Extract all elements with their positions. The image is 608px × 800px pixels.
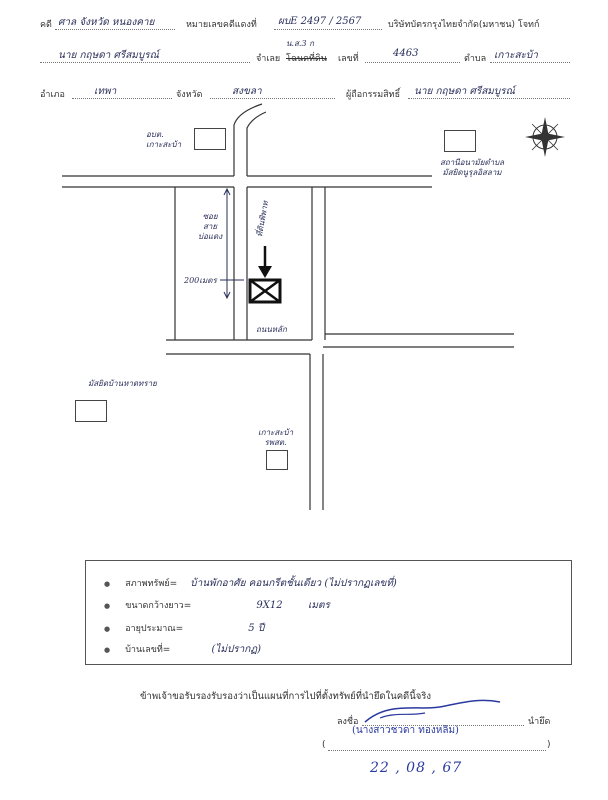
- landmark-mosque-box: [444, 130, 476, 152]
- district-label: อำเภอ: [40, 90, 65, 100]
- label-alley: ซอย สาย บ่อแดง: [198, 212, 223, 241]
- case-label: คดี: [40, 20, 52, 30]
- owner-dotline: [408, 98, 570, 99]
- black-case-value: ผบE 2497 / 2567: [278, 16, 362, 27]
- details-box: ● สภาพทรัพย์= บ้านพักอาศัย คอนกรีตชั้นเด…: [85, 560, 572, 665]
- plaintiff-text: บริษัทบัตรกรุงไทยจำกัด(มหาชน) โจทก์: [388, 20, 540, 30]
- district-value: เทพา: [94, 86, 117, 97]
- owner-value: นาย กฤษดา ศรีสมบูรณ์: [414, 86, 515, 97]
- label-mosque: สถานีอนามัยตำบล มัสยิดนูรุลอิสลาม: [440, 158, 505, 177]
- name-dotline: [328, 750, 546, 751]
- sign-dotline: [362, 725, 524, 726]
- case-dotline: [55, 29, 175, 30]
- deed-number-label: เลขที่: [338, 54, 359, 64]
- defendant-dotline: [40, 62, 250, 63]
- subdistrict-value: เกาะสะบ้า: [494, 50, 538, 61]
- distance-arrow-top: [223, 187, 231, 196]
- detail-row: ● สภาพทรัพย์= บ้านพักอาศัย คอนกรีตชั้นเด…: [104, 578, 397, 589]
- road-north-left: [233, 103, 263, 176]
- deed-number-dotline: [365, 62, 460, 63]
- label-temple: มัสยิดบ้านหาดทราย: [88, 379, 157, 388]
- detail-label: ขนาดกว้างยาว=: [125, 601, 192, 611]
- signature-date: 22 , 08 , 67: [370, 760, 463, 776]
- defendant-value: นาย กฤษดา ศรีสมบูรณ์: [58, 50, 159, 61]
- landmark-school-box: [194, 128, 226, 150]
- subdistrict-label: ตำบล: [464, 54, 487, 64]
- defendant-label: จำเลย: [256, 54, 281, 64]
- sign-label: ลงชื่อ: [337, 717, 359, 727]
- subdistrict-dotline: [490, 62, 570, 63]
- distance-arrow-bottom: [223, 291, 231, 300]
- label-police: เกาะสะบ้า รพสต.: [258, 428, 294, 447]
- black-case-label: หมายเลขคดีแดงที่: [186, 20, 257, 30]
- compass-rose-icon: [525, 117, 565, 157]
- detail-row: ● อายุประมาณ= 5 ปี: [104, 623, 265, 634]
- detail-label: สภาพทรัพย์=: [125, 579, 178, 589]
- black-case-dotline: [274, 29, 382, 30]
- district-dotline: [72, 98, 172, 99]
- province-dotline: [210, 98, 335, 99]
- road-north-right: [246, 111, 267, 176]
- detail-value: บ้านพักอาศัย คอนกรีตชั้นเดียว (ไม่ปรากฏเ…: [190, 578, 397, 589]
- province-label: จังหวัด: [176, 90, 203, 100]
- detail-row: ● บ้านเลขที่= (ไม่ปรากฏ): [104, 644, 261, 655]
- detail-label: อายุประมาณ=: [125, 624, 184, 634]
- landmark-temple-box: [75, 400, 107, 422]
- province-value: สงขลา: [232, 86, 262, 97]
- property-pointer-head: [258, 266, 272, 278]
- detail-value: 5 ปี: [248, 623, 265, 634]
- deed-label-struck: โฉนดที่ดิน: [286, 54, 327, 64]
- label-main-road: ถนนหลัก: [256, 325, 287, 334]
- detail-value: 9X12 เมตร: [256, 600, 330, 611]
- label-distance: 200เมตร: [184, 276, 217, 285]
- signer-role: นำยึด: [528, 717, 551, 727]
- label-school: อบต. เกาะสะบ้า: [146, 130, 182, 149]
- owner-label: ผู้ถือกรรมสิทธิ์: [346, 90, 401, 100]
- detail-row: ● ขนาดกว้างยาว= 9X12 เมตร: [104, 600, 330, 611]
- deed-type-handwritten: น.ส.3 ก: [286, 39, 314, 48]
- landmark-police-box: [266, 450, 288, 470]
- detail-value: (ไม่ปรากฏ): [211, 644, 261, 655]
- deed-number-value: 4463: [393, 48, 419, 59]
- detail-label: บ้านเลขที่=: [125, 645, 171, 655]
- certification-text: ข้าพเจ้าขอรับรองรับรองว่าเป็นแผนที่การไป…: [140, 691, 432, 702]
- case-value: ศาล จังหวัด หนองคาย: [58, 17, 155, 28]
- property-box: [248, 278, 282, 304]
- name-stamp: (นางสาวชวดา ทองหลิม): [352, 725, 459, 736]
